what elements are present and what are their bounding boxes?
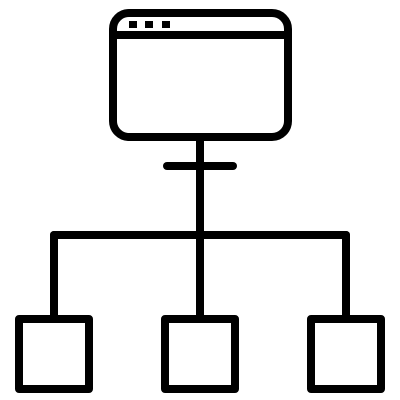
browser-window-icon	[109, 9, 292, 141]
window-dot-icon	[162, 21, 170, 28]
child-node-left	[15, 315, 93, 393]
window-dot-icon	[129, 21, 137, 28]
child-node-right	[307, 315, 385, 393]
child-node-center	[161, 315, 239, 393]
window-dot-icon	[145, 21, 153, 28]
